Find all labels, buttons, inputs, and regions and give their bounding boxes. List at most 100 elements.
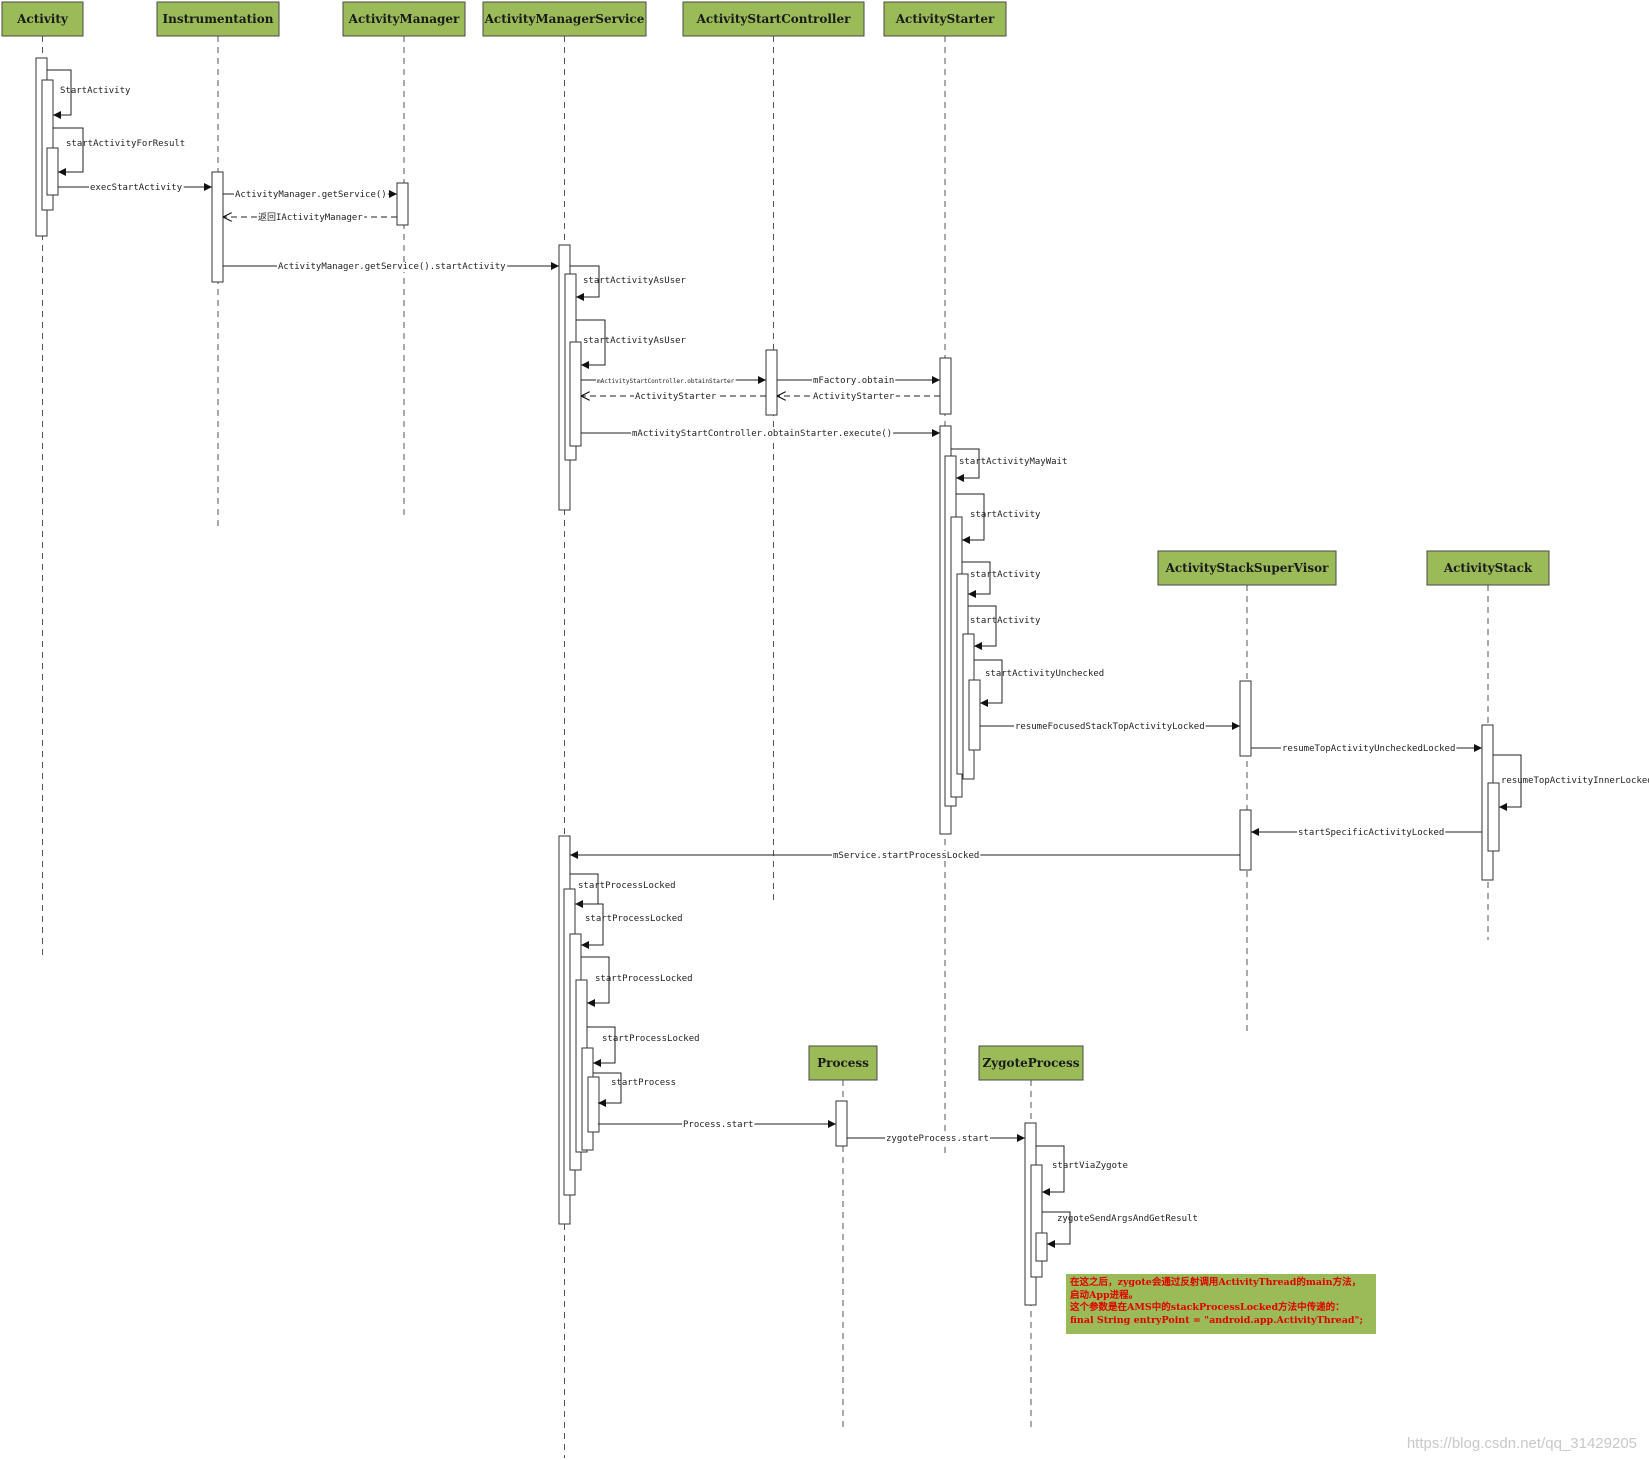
- message-1-startactivity: StartActivity: [47, 69, 131, 119]
- participant-activitymanager: ActivityManager: [342, 1, 466, 37]
- message-20-resumetopactivityuncheckedlocked: resumeTopActivityUncheckedLocked: [1251, 744, 1482, 754]
- activation-bar-26: [587, 1076, 600, 1133]
- message-label-backing: [234, 190, 388, 200]
- message-label-backing: [812, 376, 896, 386]
- participant-box-supervisor: [1157, 550, 1337, 586]
- participant-box-stack: [1426, 550, 1550, 586]
- message-11-activitystarter: ActivityStarter: [777, 392, 940, 402]
- message-label: mService.startProcessLocked: [833, 851, 979, 861]
- message-29-process-start: Process.start: [598, 1120, 836, 1130]
- message-9-mactivitystartcontroller-obtainstarter: mActivityStartController.obtainStarter: [581, 376, 766, 385]
- self-call-arrow: [593, 1072, 622, 1107]
- message-label: ActivityStarter: [813, 392, 895, 402]
- participant-box-activity: [1, 1, 84, 37]
- self-call-arrow: [570, 265, 600, 301]
- message-31-startviazygote: startViaZygote: [1036, 1145, 1128, 1196]
- message-label-backing: [812, 392, 896, 402]
- participant-label-stack: ActivityStack: [1443, 561, 1533, 575]
- activation-bar-18: [1239, 809, 1252, 871]
- participant-label-supervisor: ActivityStackSuperVisor: [1165, 561, 1330, 575]
- self-call-arrow: [974, 659, 1003, 707]
- message-2-startactivityforresult: startActivityForResult: [53, 127, 185, 176]
- message-label-backing: [1281, 744, 1457, 754]
- message-14-startactivitymaywait: startActivityMayWait: [951, 448, 1067, 482]
- message-19-resumefocusedstacktopactivitylocked: resumeFocusedStackTopActivityLocked: [980, 722, 1240, 732]
- message-label: startProcessLocked: [602, 1034, 700, 1044]
- message-label: startViaZygote: [1052, 1161, 1128, 1171]
- participant-label-process: Process: [817, 1056, 869, 1070]
- message-21-resumetopactivityinnerlocked: resumeTopActivityInnerLocked: [1493, 754, 1649, 811]
- activation-bar-27: [835, 1100, 848, 1147]
- message-label: mActivityStartController.obtainStarter.e…: [632, 429, 892, 439]
- participant-label-ams: ActivityManagerService: [484, 12, 645, 26]
- self-call-arrow: [575, 903, 604, 949]
- message-label: resumeTopActivityInnerLocked: [1501, 776, 1649, 786]
- message-label: startActivityAsUser: [583, 336, 687, 346]
- participant-box-zygote: [978, 1045, 1084, 1081]
- activation-bar-20: [1487, 782, 1500, 852]
- participant-box-activitymanager: [342, 1, 466, 37]
- message-label-backing: [885, 1134, 990, 1144]
- message-23-mservice-startprocesslocked: mService.startProcessLocked: [570, 851, 1240, 861]
- participant-zygote: ZygoteProcess: [978, 1045, 1084, 1081]
- message-28-startprocess: startProcess: [593, 1072, 676, 1107]
- message-label: startActivityUnchecked: [985, 669, 1104, 679]
- message-26-startprocesslocked: startProcessLocked: [581, 956, 693, 1007]
- message-16-startactivity: startActivity: [962, 561, 1041, 598]
- message-label-backing: [277, 262, 508, 272]
- message-12-activitystarter: ActivityStarter: [581, 392, 766, 402]
- activation-bar-10: [939, 357, 952, 415]
- message-label-backing: [257, 211, 365, 223]
- message-label: 返回IActivityManager: [258, 211, 363, 223]
- message-15-startactivity: startActivity: [956, 493, 1041, 544]
- participant-label-starter: ActivityStarter: [895, 12, 995, 26]
- message-label: startProcessLocked: [578, 881, 676, 891]
- message-label-backing: [682, 1120, 755, 1130]
- self-call-arrow: [968, 605, 997, 650]
- participant-box-ams: [482, 1, 647, 37]
- message-label: Process.start: [683, 1120, 753, 1130]
- message-label: zygoteSendArgsAndGetResult: [1057, 1214, 1198, 1224]
- message-27-startprocesslocked: startProcessLocked: [587, 1026, 700, 1067]
- message-18-startactivityunchecked: startActivityUnchecked: [974, 659, 1104, 707]
- note-box: 在这之后，zygote会通过反射调用ActivityThread的main方法，…: [1066, 1274, 1376, 1334]
- participant-box-instrumentation: [156, 1, 280, 37]
- note-line-3: 这个参数是在AMS中的stackProcessLocked方法中传递的：: [1070, 1302, 1345, 1313]
- activation-bar-16: [968, 679, 981, 751]
- self-call-arrow: [587, 1026, 616, 1067]
- activation-bar-4: [211, 171, 224, 283]
- activation-bar-8: [569, 341, 582, 447]
- message-label: startActivity: [970, 616, 1041, 626]
- participant-label-activity: Activity: [16, 12, 69, 26]
- self-call-arrow: [576, 319, 606, 369]
- message-7-startactivityasuser: startActivityAsUser: [570, 265, 687, 301]
- participant-box-asc: [682, 1, 865, 37]
- message-label: ActivityManager.getService().startActivi…: [278, 262, 506, 272]
- participant-instrumentation: Instrumentation: [156, 1, 280, 37]
- message-label-backing: [631, 429, 894, 439]
- message-label: ActivityManager.getService(): [235, 190, 387, 200]
- message-17-startactivity: startActivity: [968, 605, 1041, 650]
- self-call-arrow: [962, 561, 991, 598]
- participant-box-process: [808, 1045, 878, 1081]
- self-call-arrow: [1036, 1145, 1065, 1196]
- activation-bar-5: [396, 182, 409, 226]
- message-32-zygotesendargsandgetresult: zygoteSendArgsAndGetResult: [1042, 1211, 1198, 1248]
- message-13-mactivitystartcontroller-obtainstarter-execute: mActivityStartController.obtainStarter.e…: [581, 429, 940, 439]
- message-4-activitymanager-getservice: ActivityManager.getService(): [223, 190, 397, 200]
- activation-bar-9: [765, 349, 778, 416]
- message-label: startActivity: [970, 510, 1041, 520]
- participant-supervisor: ActivityStackSuperVisor: [1157, 550, 1337, 586]
- note-line-1: 在这之后，zygote会通过反射调用ActivityThread的main方法，: [1070, 1277, 1362, 1288]
- self-call-arrow: [1493, 754, 1522, 811]
- participant-label-instrumentation: Instrumentation: [163, 12, 274, 26]
- note-line-2: 启动App进程。: [1070, 1289, 1139, 1301]
- message-3-execstartactivity: execStartActivity: [58, 183, 212, 193]
- message-label-backing: [1297, 828, 1446, 838]
- message-label: mActivityStartController.obtainStarter: [597, 378, 735, 385]
- self-call-arrow: [53, 127, 84, 176]
- message-label: execStartActivity: [90, 183, 183, 193]
- participant-stack: ActivityStack: [1426, 550, 1550, 586]
- participant-activity: Activity: [1, 1, 84, 37]
- self-call-arrow: [581, 956, 610, 1007]
